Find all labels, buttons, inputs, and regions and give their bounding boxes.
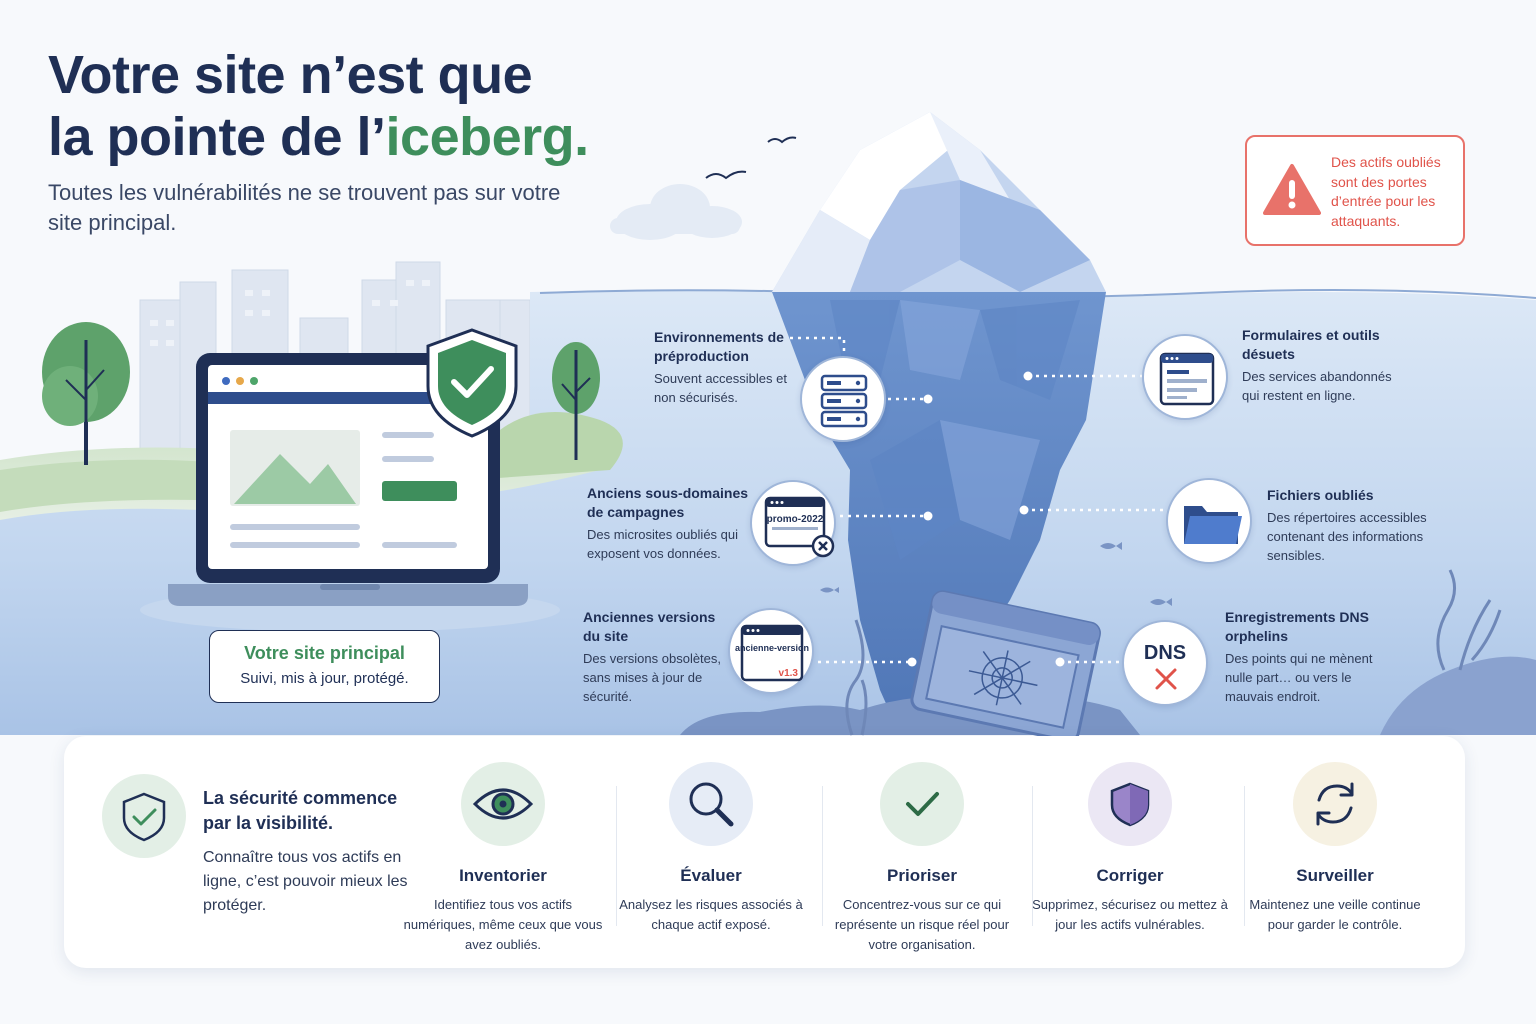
check-icon [880,762,964,846]
asset-preprod: Environnements de préproduction Souvent … [654,328,804,407]
asset-title: Enregistrements DNS orphelins [1225,609,1369,644]
asset-title: Environnements de préproduction [654,329,784,364]
divider [1244,786,1245,926]
asset-old-versions: Anciennes versions du site Des versions … [583,608,733,706]
title-accent: iceberg. [385,107,590,167]
old-version-label: ancienne-version [735,643,809,653]
divider [1032,786,1033,926]
tree-icon [552,342,600,460]
eye-icon [461,762,545,846]
warning-text: Des actifs oubliés sont des portes d’ent… [1331,154,1441,229]
laptop-icon [168,353,528,606]
asset-title: Fichiers oubliés [1267,487,1374,503]
step-title: Inventorier [459,866,547,885]
connector-lines [790,336,1166,664]
divider [822,786,823,926]
step-title: Corriger [1096,866,1164,885]
step-desc: Maintenez une veille continue pour garde… [1249,897,1421,932]
visibility-title: La sécurité commence par la visibilité. [203,788,398,833]
bottom-panel: La sécurité commence par la visibilité. … [64,736,1465,968]
bird-icon [705,136,797,180]
asset-forms: Formulaires et outils désuets Des servic… [1242,326,1412,405]
asset-desc: Des versions obsolètes, sans mises à jou… [583,651,722,704]
warning-callout: Des actifs oubliés sont des portes d’ent… [1245,135,1465,246]
tree-icon [42,322,130,465]
asset-desc: Des services abandonnés qui restent en l… [1242,369,1392,403]
server-icon [800,356,886,442]
asset-subdomains: Anciens sous-domaines de campagnes Des m… [587,484,757,563]
asset-files: Fichiers oubliés Des répertoires accessi… [1267,486,1447,565]
main-site-card: Votre site principal Suivi, mis à jour, … [209,630,440,703]
step-title: Prioriser [887,866,957,885]
dns-label: DNS [1143,642,1187,664]
step-corriger: Corriger Supprimez, sécurisez ou mettez … [1030,762,1230,935]
step-desc: Supprimez, sécurisez ou mettez à jour le… [1032,897,1228,932]
folder-icon [1166,478,1252,564]
title-line-2: la pointe de l’iceberg. [48,106,589,168]
page-title: Votre site n’est que la pointe de l’iceb… [48,44,589,168]
title-line-1: Votre site n’est que [48,45,533,105]
step-desc: Concentrez-vous sur ce qui représente un… [834,897,1010,952]
magnifier-icon [669,762,753,846]
seaweed [845,569,1502,736]
promo-label: promo-2022 [767,514,824,525]
shield-purple-icon [1088,762,1172,846]
asset-title: Anciennes versions du site [583,609,716,644]
form-icon [1142,334,1228,420]
step-title: Évaluer [680,866,742,885]
visibility-desc: Connaître tous vos actifs en ligne, c’es… [203,849,408,914]
browser-old-version-icon: ancienne-version v1.3 [728,608,814,694]
asset-desc: Souvent accessibles et non sécurisés. [654,371,787,405]
cloud-icon [610,184,742,240]
asset-title: Formulaires et outils désuets [1242,327,1380,362]
divider [616,786,617,926]
refresh-icon [1293,762,1377,846]
asset-desc: Des points qui ne mènent nulle part… ou … [1225,651,1373,704]
step-surveiller: Surveiller Maintenez une veille continue… [1235,762,1435,935]
version-label: v1.3 [779,668,799,679]
asset-desc: Des microsites oubliés qui exposent vos … [587,527,739,561]
asset-dns: Enregistrements DNS orphelins Des points… [1225,608,1385,706]
step-evaluer: Évaluer Analysez les risques associés à … [611,762,811,935]
asset-title: Anciens sous-domaines de campagnes [587,485,749,520]
step-prioriser: Prioriser Concentrez-vous sur ce qui rep… [822,762,1022,955]
fish-icon [820,542,1172,606]
asset-desc: Des répertoires accessibles contenant de… [1267,510,1427,563]
dns-error-icon: DNS [1122,620,1208,706]
title-prefix: la pointe de l’ [48,107,386,167]
shield-check-icon [102,774,186,858]
step-inventorier: Inventorier Identifiez tous vos actifs n… [403,762,603,955]
step-title: Surveiller [1296,866,1374,885]
sunken-browser-icon [910,590,1101,743]
main-site-title: Votre site principal [244,643,405,663]
main-site-subtitle: Suivi, mis à jour, protégé. [240,670,409,687]
step-desc: Analysez les risques associés à chaque a… [619,897,803,932]
page-subtitle: Toutes les vulnérabilités ne se trouvent… [48,180,561,235]
shield-check-icon [426,328,518,438]
window-pattern [150,280,430,346]
warning-triangle-icon [1263,164,1321,215]
step-desc: Identifiez tous vos actifs numériques, m… [403,897,603,952]
browser-promo-icon: promo-2022 [750,480,836,566]
